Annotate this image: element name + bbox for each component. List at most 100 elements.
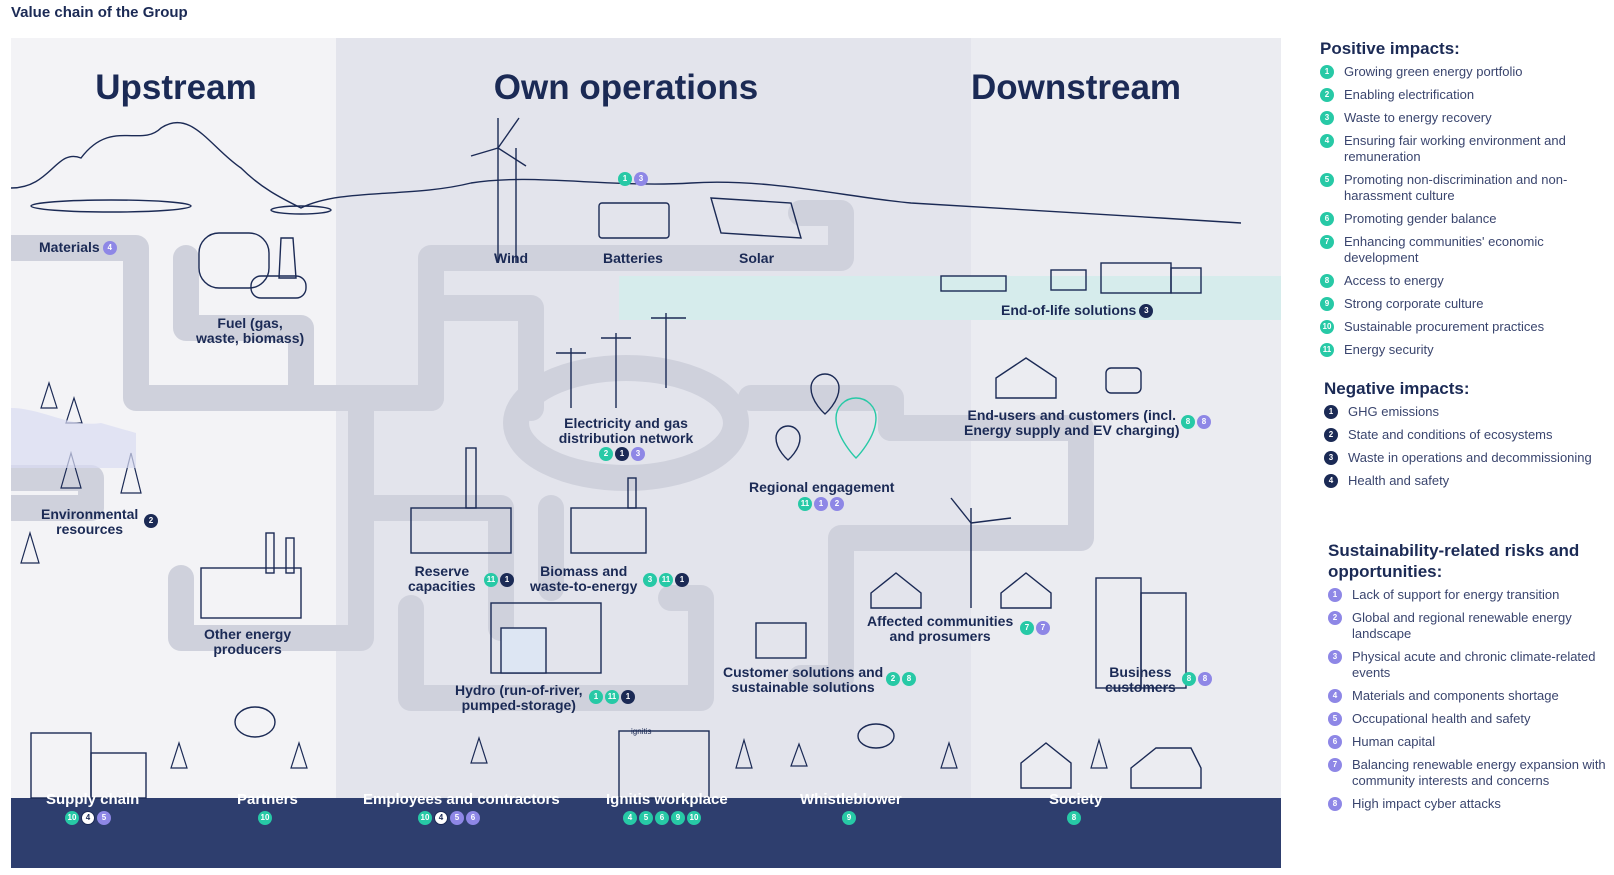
legend-badge: 3	[1324, 451, 1338, 465]
impact-badge: 1	[621, 690, 635, 704]
impact-badge: 1	[814, 497, 828, 511]
legend-item: 5 Occupational health and safety	[1328, 711, 1608, 727]
legend-item-text: Promoting non-discrimination and non-har…	[1344, 172, 1568, 203]
whistleblower-badges: 9	[842, 811, 856, 825]
value-chain-illustration	[11, 117, 1281, 799]
node-distribution-network: Electricity and gas distribution network	[558, 415, 694, 446]
legend-item: 4 Health and safety	[1324, 473, 1604, 489]
legend-item-text: Materials and components shortage	[1352, 688, 1559, 703]
legend-badge: 11	[1320, 343, 1334, 357]
impact-badge: 5	[639, 811, 653, 825]
node-reserve-capacities: Reserve capacities	[408, 563, 476, 594]
impact-badge: 4	[81, 811, 95, 825]
legend-item-text: Human capital	[1352, 734, 1436, 749]
node-solar: Solar	[739, 250, 775, 266]
page-title: Value chain of the Group	[11, 4, 188, 21]
society-badges: 8	[1067, 811, 1081, 825]
legend-item: 6 Human capital	[1328, 734, 1608, 750]
node-environmental-resources: Environmental resources	[41, 506, 139, 537]
node-business-customers: Business customers	[1105, 664, 1176, 695]
impact-badge: 8	[1198, 672, 1212, 686]
impact-badge: 4	[434, 811, 448, 825]
legend-badge: 1	[1320, 65, 1334, 79]
legend-badge: 2	[1324, 428, 1338, 442]
legend-badge: 7	[1320, 235, 1334, 249]
impact-badge: 2	[599, 447, 613, 461]
legend-badge: 6	[1328, 735, 1342, 749]
node-fuel: Fuel (gas, waste, biomass)	[196, 315, 305, 346]
node-hydro: Hydro (run-of-river, pumped-storage)	[455, 682, 583, 713]
legend-item: 11 Energy security	[1320, 342, 1608, 358]
legend-item-text: Occupational health and safety	[1352, 711, 1531, 726]
stakeholder-ignitis-workplace: Ignitis workplace	[606, 791, 728, 808]
impact-badge: 1	[589, 690, 603, 704]
legend-risks-title: Sustainability-related risks and opportu…	[1328, 541, 1580, 581]
legend-item-text: Health and safety	[1348, 473, 1450, 488]
stakeholder-whistleblower: Whistleblower	[800, 791, 902, 808]
impact-badge: 3	[631, 447, 645, 461]
impact-badge: 7	[1020, 621, 1034, 635]
node-end-users: End-users and customers (incl. Energy su…	[964, 407, 1180, 438]
legend-item: 8 High impact cyber attacks	[1328, 796, 1608, 812]
impact-badge: 1	[500, 573, 514, 587]
legend-item-text: Enabling electrification	[1344, 87, 1475, 102]
node-regional-engagement: Regional engagement	[749, 479, 895, 495]
node-customer-solutions: Customer solutions and sustainable solut…	[723, 664, 884, 695]
legend-item-text: Promoting gender balance	[1344, 211, 1497, 226]
partners-badges: 10	[258, 811, 272, 825]
impact-badge: 1	[618, 172, 632, 186]
impact-badge: 3	[1139, 304, 1154, 319]
legend-badge: 8	[1320, 274, 1334, 288]
impact-badge: 5	[450, 811, 464, 825]
impact-badge: 8	[1182, 672, 1196, 686]
impact-badge: 11	[484, 573, 498, 587]
node-affected-communities: Affected communities and prosumers	[867, 613, 1014, 644]
legend-risks-opportunities: Sustainability-related risks and opportu…	[1328, 540, 1608, 819]
legend-badge: 9	[1320, 297, 1334, 311]
legend-badge: 8	[1328, 797, 1342, 811]
downstream-title: Downstream	[971, 68, 1182, 107]
legend-badge: 4	[1324, 474, 1338, 488]
impact-badge: 8	[1067, 811, 1081, 825]
impact-badge: 10	[687, 811, 701, 825]
legend-badge: 3	[1328, 650, 1342, 664]
node-batteries: Batteries	[603, 250, 663, 266]
impact-badge: 1	[675, 573, 689, 587]
impact-badge: 4	[623, 811, 637, 825]
node-wind: Wind	[494, 250, 529, 266]
legend-item-text: Sustainable procurement practices	[1344, 319, 1545, 334]
impact-badge: 11	[798, 497, 812, 511]
legend-badge: 3	[1320, 111, 1334, 125]
impact-badge: 8	[1197, 415, 1211, 429]
legend-item-text: Access to energy	[1344, 273, 1444, 288]
legend-item-text: Physical acute and chronic climate-relat…	[1352, 649, 1596, 680]
impact-badge: 1	[615, 447, 629, 461]
legend-item-text: Waste in operations and decommissioning	[1348, 450, 1592, 465]
legend-badge: 5	[1320, 173, 1334, 187]
legend-item-text: High impact cyber attacks	[1352, 796, 1501, 811]
stakeholder-partners: Partners	[237, 791, 298, 808]
legend-badge: 2	[1328, 611, 1342, 625]
legend-item-text: Waste to energy recovery	[1344, 110, 1492, 125]
legend-badge: 5	[1328, 712, 1342, 726]
own-operations-zone	[336, 38, 971, 798]
legend-item-text: Energy security	[1344, 342, 1434, 357]
